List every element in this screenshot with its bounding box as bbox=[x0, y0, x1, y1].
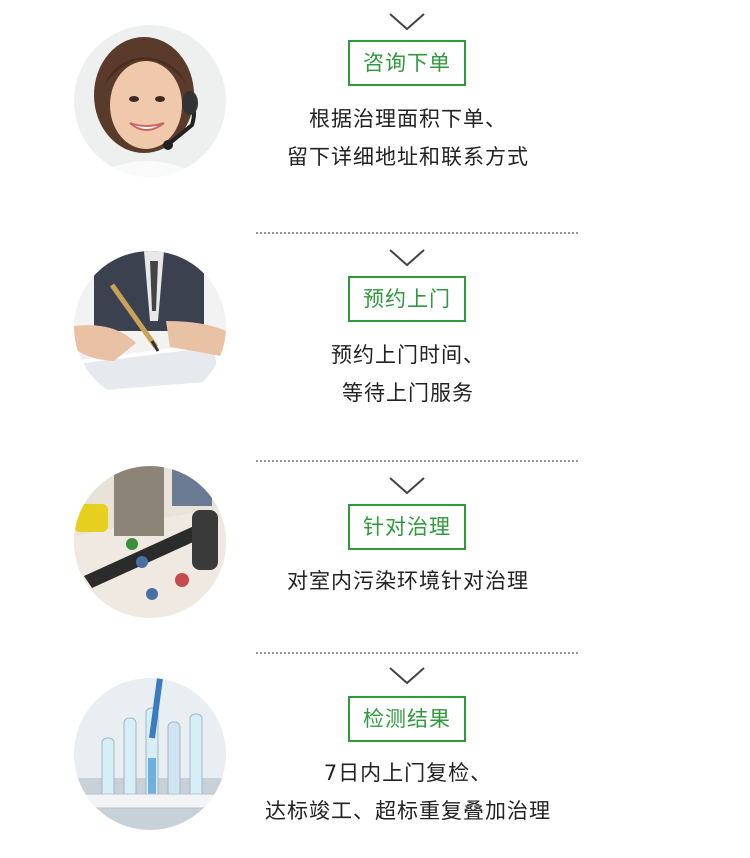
description-line: 根据治理面积下单、 bbox=[309, 107, 507, 131]
chevron-down-icon bbox=[389, 248, 425, 268]
step-title-badge: 预约上门 bbox=[348, 276, 466, 322]
step-description: 7日内上门复检、 达标竣工、超标重复叠加治理 bbox=[230, 754, 586, 830]
step-description: 根据治理面积下单、 留下详细地址和联系方式 bbox=[230, 100, 586, 176]
lab-test-photo bbox=[74, 678, 226, 830]
description-line: 达标竣工、超标重复叠加治理 bbox=[265, 799, 551, 823]
customer-service-photo bbox=[74, 25, 226, 177]
description-line: 对室内污染环境针对治理 bbox=[287, 569, 529, 593]
dotted-divider bbox=[256, 652, 578, 654]
step-title-badge: 检测结果 bbox=[348, 696, 466, 742]
dotted-divider bbox=[256, 460, 578, 462]
description-line: 7日内上门复检、 bbox=[323, 761, 493, 785]
description-line: 留下详细地址和联系方式 bbox=[287, 145, 529, 169]
step-title-badge: 针对治理 bbox=[348, 504, 466, 550]
chevron-down-icon bbox=[389, 476, 425, 496]
step-title-badge: 咨询下单 bbox=[348, 40, 466, 86]
description-line: 预约上门时间、 bbox=[331, 343, 485, 367]
chevron-down-icon bbox=[389, 12, 425, 32]
step-description: 对室内污染环境针对治理 bbox=[230, 562, 586, 600]
cleaning-treatment-photo bbox=[74, 466, 226, 618]
step-description: 预约上门时间、 等待上门服务 bbox=[230, 336, 586, 412]
description-line: 等待上门服务 bbox=[342, 381, 474, 405]
signing-document-photo bbox=[74, 251, 226, 403]
dotted-divider bbox=[256, 232, 578, 234]
chevron-down-icon bbox=[389, 666, 425, 686]
